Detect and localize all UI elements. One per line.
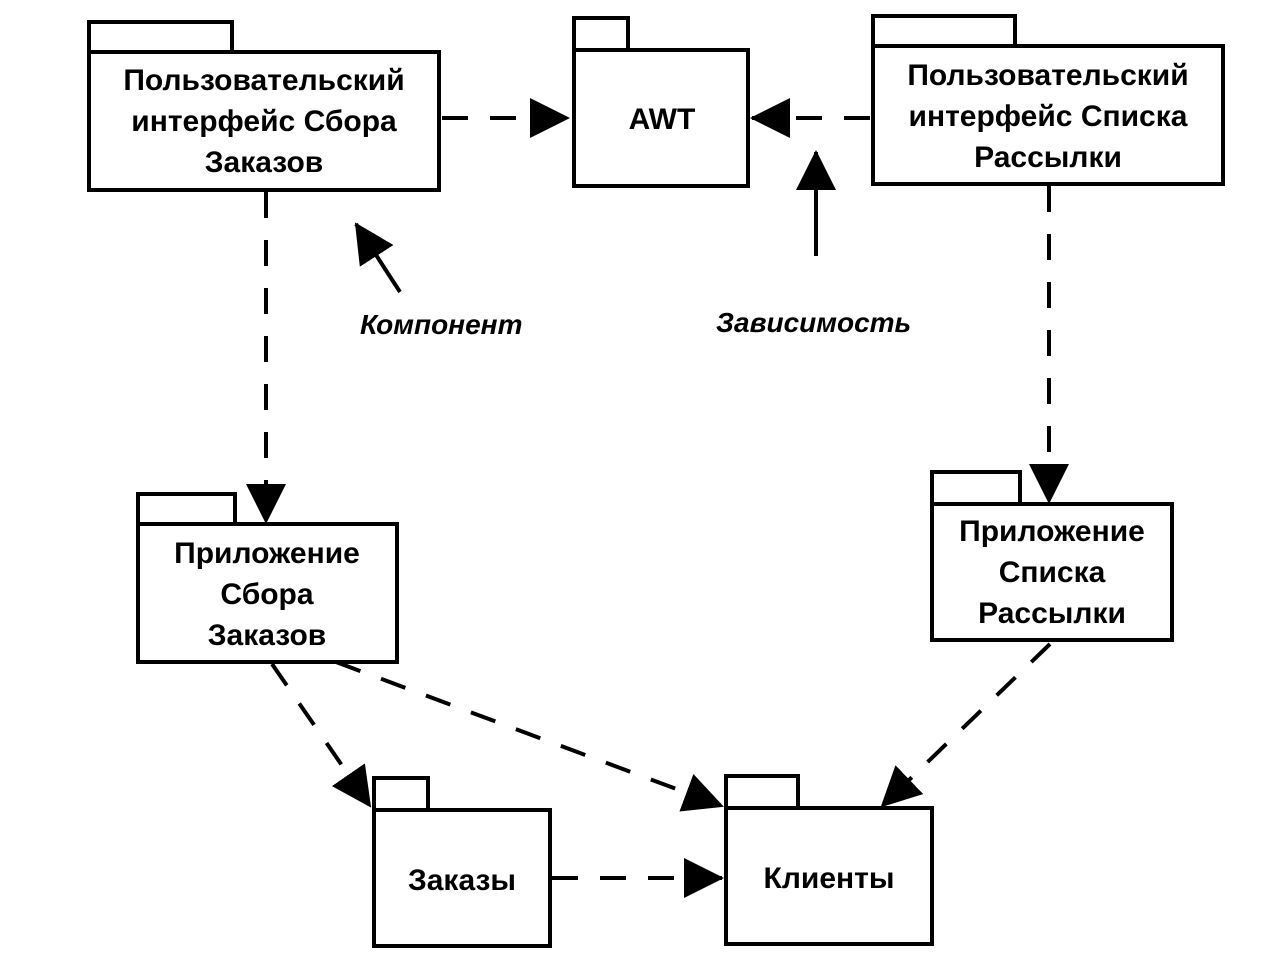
package-tab bbox=[87, 20, 234, 56]
package-tab bbox=[572, 16, 630, 54]
dep-app-orders-to-orders bbox=[270, 662, 372, 808]
package-label-line: Пользовательский bbox=[123, 64, 404, 97]
dep-app-orders-to-clients bbox=[335, 660, 724, 812]
package-label-line: Списка bbox=[999, 556, 1106, 589]
dependency-arrows bbox=[246, 98, 1069, 898]
package-label-line: Сбора bbox=[220, 578, 313, 611]
package-label-line: интерфейс Списка bbox=[909, 100, 1188, 133]
package-clients: Клиенты bbox=[724, 774, 934, 946]
package-tab bbox=[136, 492, 237, 528]
package-label-line: Клиенты bbox=[764, 862, 895, 895]
dep-app-mailing-to-clients bbox=[880, 642, 1052, 808]
package-tab bbox=[871, 14, 1017, 50]
package-body bbox=[930, 502, 1174, 642]
package-ui-mailing: Пользовательский интерфейс Списка Рассыл… bbox=[871, 14, 1225, 186]
package-tab bbox=[724, 774, 800, 812]
package-body bbox=[372, 808, 552, 948]
package-label-line: Пользовательский bbox=[907, 59, 1188, 92]
package-label-line: AWT bbox=[629, 103, 696, 136]
package-app-orders: Приложение Сбора Заказов bbox=[136, 492, 399, 664]
package-body bbox=[136, 522, 399, 664]
package-label-line: Заказы bbox=[408, 864, 516, 897]
package-awt: AWT bbox=[572, 16, 750, 188]
annotation-dependency: Зависимость bbox=[716, 307, 911, 338]
package-body bbox=[572, 48, 750, 188]
package-orders: Заказы bbox=[372, 776, 552, 948]
package-label-line: Рассылки bbox=[978, 597, 1126, 630]
package-label-line: Рассылки bbox=[974, 141, 1122, 174]
package-app-mailing: Приложение Списка Рассылки bbox=[930, 470, 1174, 642]
component-pointer-arrow bbox=[354, 222, 402, 294]
package-body bbox=[87, 50, 441, 192]
package-label-line: Заказов bbox=[205, 146, 323, 179]
package-body bbox=[871, 44, 1225, 186]
annotation-component: Компонент bbox=[360, 309, 522, 340]
package-body bbox=[724, 806, 934, 946]
package-tab bbox=[930, 470, 1022, 508]
package-label-line: Приложение bbox=[959, 515, 1145, 548]
package-ui-orders: Пользовательский интерфейс Сбора Заказов bbox=[87, 20, 441, 192]
package-label-line: Приложение bbox=[174, 537, 360, 570]
package-label-line: Заказов bbox=[208, 619, 326, 652]
package-label-line: интерфейс Сбора bbox=[131, 105, 397, 138]
package-tab bbox=[372, 776, 430, 814]
